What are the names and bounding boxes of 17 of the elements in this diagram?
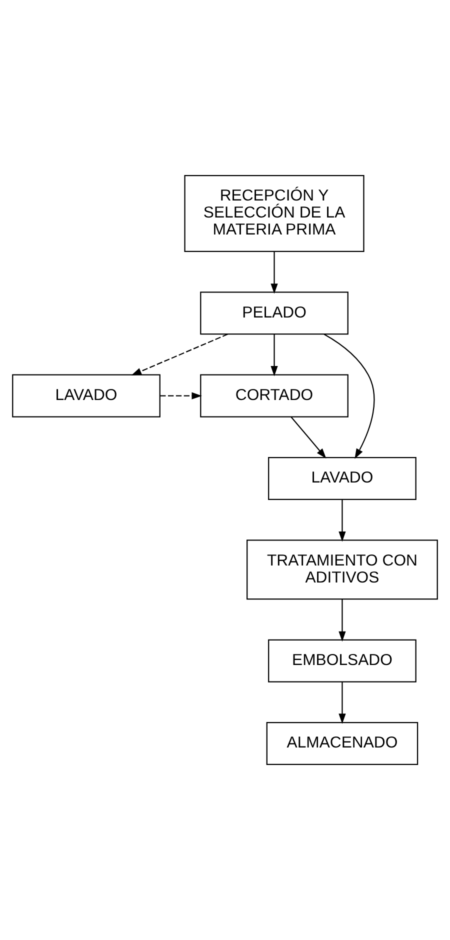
node-box: PELADO bbox=[200, 292, 348, 335]
arrow bbox=[338, 500, 346, 542]
node-box: EMBOLSADO bbox=[268, 639, 416, 682]
node-box: LAVADO bbox=[12, 374, 160, 418]
arrow bbox=[338, 682, 346, 724]
node-box: ALMACENADO bbox=[266, 722, 418, 766]
arrow bbox=[290, 416, 326, 458]
node-box: RECEPCIÓN Y SELECCIÓN DE LA MATERIA PRIMA bbox=[184, 174, 364, 252]
node-box: TRATAMIENTO CON ADITIVOS bbox=[246, 540, 438, 600]
arrow bbox=[160, 392, 202, 400]
node-box: LAVADO bbox=[268, 456, 416, 500]
arrow bbox=[270, 251, 278, 294]
arrow bbox=[324, 334, 375, 459]
node-box: CORTADO bbox=[200, 374, 348, 418]
arrow bbox=[270, 334, 278, 376]
arrow bbox=[131, 334, 228, 376]
arrow bbox=[338, 599, 346, 642]
